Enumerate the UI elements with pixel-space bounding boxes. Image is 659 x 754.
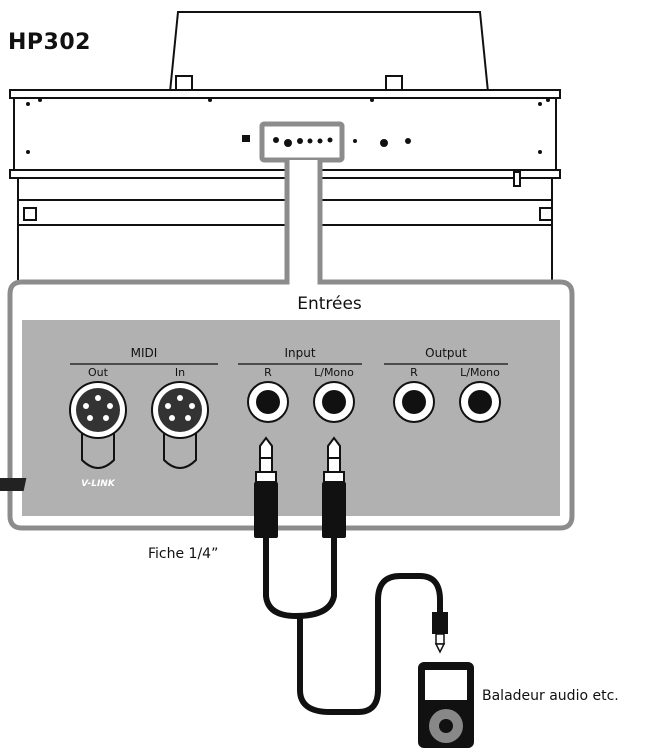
midi-in-label: In bbox=[174, 366, 186, 379]
vlink-badge-text: V-LINK bbox=[81, 479, 115, 489]
midi-group-label: MIDI bbox=[130, 346, 158, 360]
cabinet-mini-jacks bbox=[273, 137, 411, 147]
input-lmono-jack bbox=[313, 381, 355, 423]
output-group-label: Output bbox=[425, 346, 467, 360]
midi-in-socket bbox=[151, 381, 209, 469]
input-r-label: R bbox=[264, 366, 272, 379]
plug-label: Fiche 1/4” bbox=[148, 546, 219, 562]
audio-player-icon bbox=[418, 662, 474, 748]
device-label: Baladeur audio etc. bbox=[482, 688, 619, 704]
midi-out-label: Out bbox=[88, 366, 108, 379]
vlink-badge bbox=[0, 478, 27, 491]
music-rest bbox=[169, 11, 489, 93]
input-group-label: Input bbox=[284, 346, 316, 360]
cabinet-screws bbox=[26, 98, 550, 154]
panel-title: Entrées bbox=[297, 294, 362, 314]
output-lmono-jack bbox=[459, 381, 501, 423]
model-title: HP302 bbox=[8, 30, 91, 55]
y-cable bbox=[263, 536, 443, 715]
output-r-label: R bbox=[410, 366, 418, 379]
input-lmono-label: L/Mono bbox=[314, 366, 354, 379]
mini-plug bbox=[432, 612, 448, 654]
quarter-inch-plug-right bbox=[322, 436, 346, 538]
quarter-inch-plug-left bbox=[254, 436, 278, 538]
output-r-jack bbox=[393, 381, 435, 423]
output-lmono-label: L/Mono bbox=[460, 366, 500, 379]
input-r-jack bbox=[247, 381, 289, 423]
midi-out-socket bbox=[69, 381, 127, 469]
